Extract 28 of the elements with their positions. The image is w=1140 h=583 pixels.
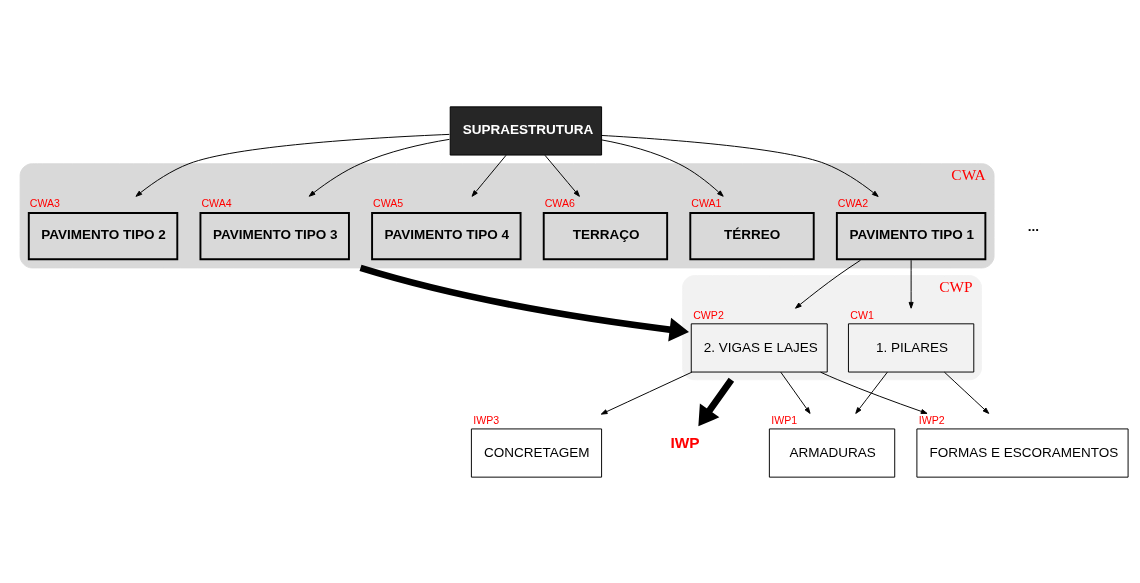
arrow — [308, 138, 450, 197]
arrow — [600, 138, 724, 197]
label: ... — [1027, 218, 1040, 234]
arrow — [780, 371, 811, 414]
node-label: CW1 — [850, 308, 874, 321]
node-label: IWP2 — [918, 413, 945, 426]
arrow — [471, 154, 507, 197]
arrow — [855, 371, 888, 414]
arrow — [943, 371, 990, 414]
node-label: CWA6 — [544, 196, 575, 209]
node-label: IWP1 — [771, 413, 798, 426]
node-text: IWP — [670, 433, 700, 451]
node-label: CWA4 — [201, 196, 232, 209]
node-label: CWA5 — [373, 196, 404, 209]
arrow — [135, 133, 450, 197]
arrow — [600, 371, 693, 415]
node-label: CWP2 — [693, 308, 724, 321]
arrow — [820, 371, 928, 414]
arrow — [795, 259, 862, 309]
node-label: CWA3 — [29, 196, 60, 209]
arrow — [600, 134, 879, 197]
node-label: CWA2 — [837, 196, 869, 209]
arrow — [698, 377, 735, 426]
arrow — [908, 259, 914, 309]
node-label: CWA1 — [691, 196, 722, 209]
arrow — [359, 264, 689, 341]
arrow — [544, 154, 580, 197]
node-label: IWP3 — [473, 413, 500, 426]
